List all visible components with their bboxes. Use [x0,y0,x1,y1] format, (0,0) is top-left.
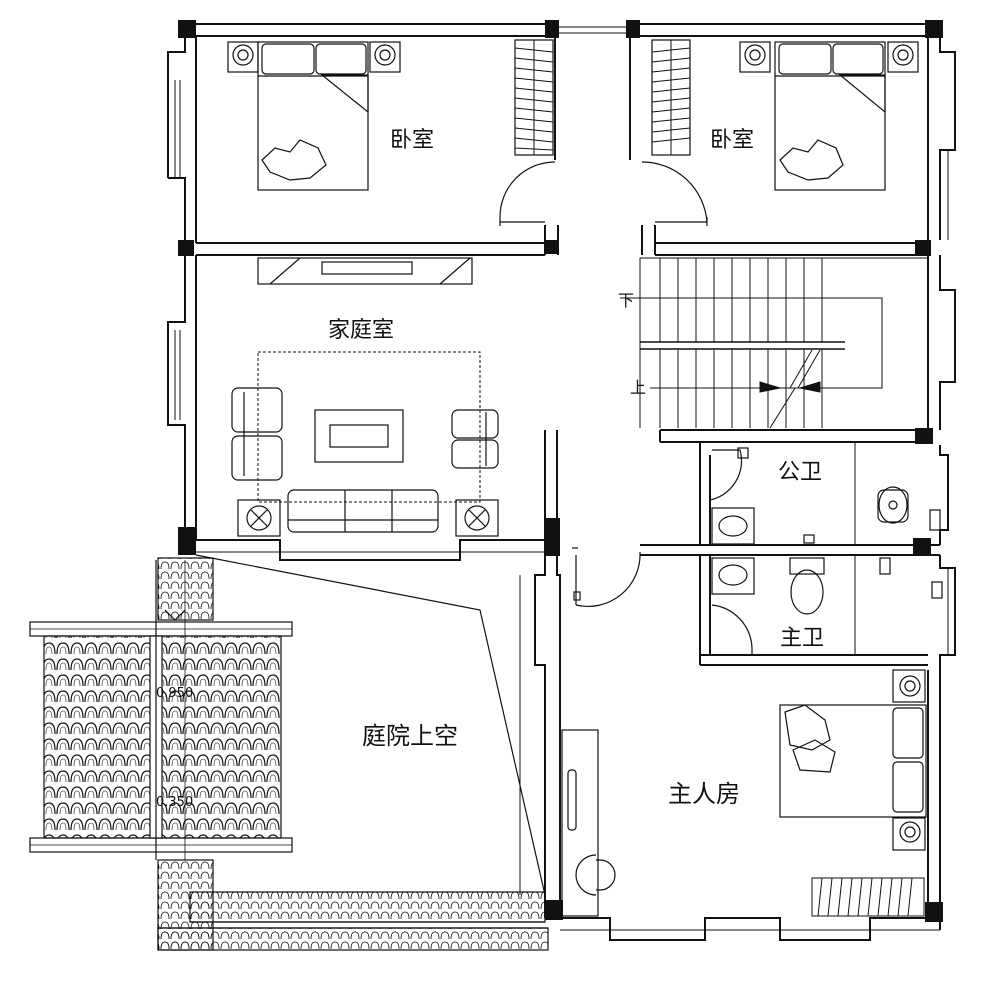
columns [178,20,943,922]
wardrobe-left [514,39,554,156]
stair-down-label: 下 [618,291,635,310]
master-wardrobe [811,877,925,917]
room-label-bedroom-right: 卧室 [710,128,755,153]
master-bed [779,669,927,851]
room-label-master-bath: 主卫 [780,626,825,651]
wardrobe-right [651,39,691,156]
living-rug [257,351,481,503]
courtyard-void [195,554,546,896]
bed-right [739,41,919,191]
staircase [620,257,928,429]
bedroom-left-door [499,161,556,226]
tv-cabinet [257,257,473,285]
roof-canopy [29,557,293,951]
master-bath-fixtures [711,557,943,655]
roof-elevation-lower: 0.350 [156,795,194,810]
sofa-set [231,387,499,537]
room-label-public-bath: 公卫 [778,460,823,485]
room-label-master-bedroom: 主人房 [668,780,740,808]
walls [167,23,956,941]
room-label-courtyard-void: 庭院上空 [362,722,458,750]
roof-elevation-upper: 0.950 [156,686,194,701]
room-label-bedroom-left: 卧室 [390,128,435,153]
bedroom-right-door [641,161,708,226]
master-suite-door [572,547,641,608]
master-desk [561,729,616,917]
bed-left [227,41,401,191]
public-bath-fixtures [709,447,941,545]
roof-eave-bottom [157,891,549,951]
stair-up-label: 上 [630,378,647,397]
room-label-family-room: 家庭室 [328,318,395,343]
